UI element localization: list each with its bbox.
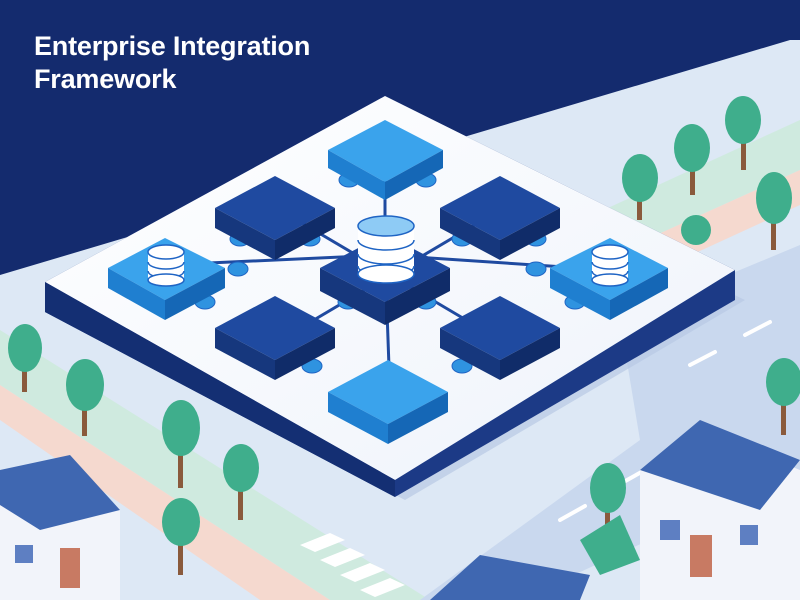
node-lower-right <box>440 296 560 380</box>
page-title: Enterprise Integration Framework <box>34 30 394 96</box>
node-lower-left <box>215 296 335 380</box>
tree-icon <box>590 463 626 540</box>
node-bottom <box>328 360 448 444</box>
database-icon <box>357 215 415 284</box>
database-icon <box>591 244 629 287</box>
page-title-line-1: Enterprise Integration <box>34 31 311 61</box>
tree-icon <box>66 359 104 436</box>
tree-icon <box>756 172 792 250</box>
crosswalk <box>300 533 405 597</box>
node-center-database <box>320 234 450 325</box>
tree-icon <box>766 358 800 435</box>
tree-icon <box>725 96 761 170</box>
house-icon <box>0 455 120 600</box>
page-title-line-2: Framework <box>34 64 177 94</box>
house-icon <box>580 420 800 600</box>
house-icon <box>430 555 590 600</box>
node-upper-right <box>440 176 560 260</box>
tree-icon <box>223 444 259 520</box>
trees <box>8 96 800 575</box>
tree-icon <box>622 154 658 220</box>
node-upper-left <box>215 176 335 260</box>
tree-icon <box>681 215 711 245</box>
tree-icon <box>674 124 710 195</box>
tree-icon <box>162 400 200 488</box>
database-icon <box>147 244 185 287</box>
tree-icon <box>162 498 200 575</box>
tree-icon <box>8 324 42 392</box>
node-top <box>328 120 443 200</box>
